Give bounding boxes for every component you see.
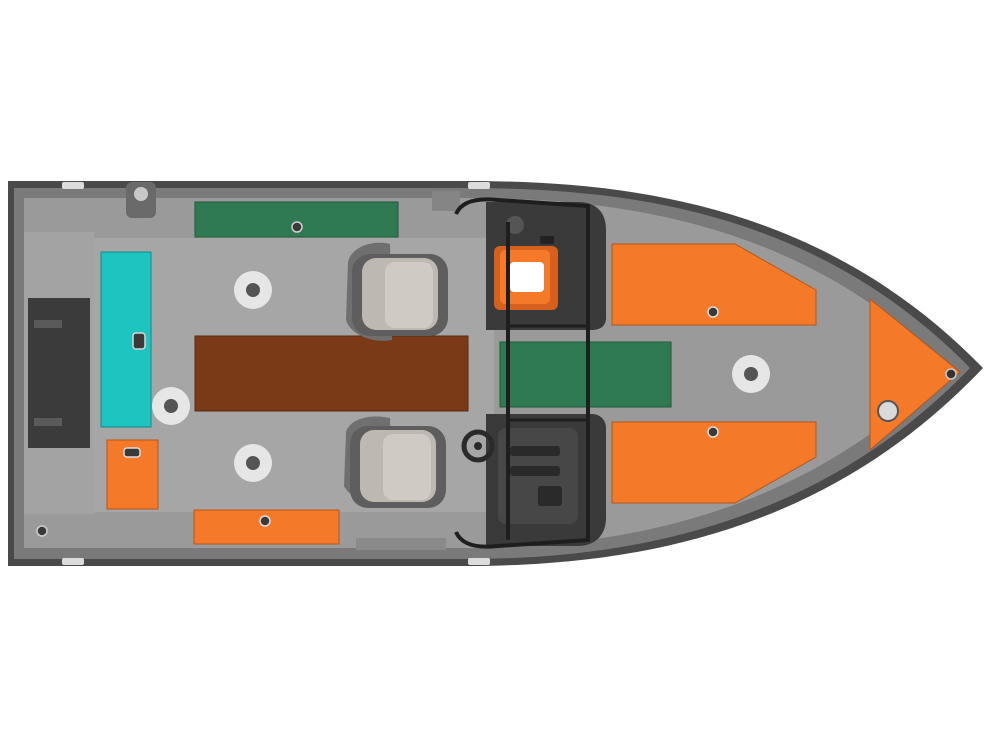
bow-storage-upper-latch	[707, 306, 719, 318]
stern-green-panel-latch	[291, 221, 303, 233]
stern-hatch-handle	[34, 320, 62, 328]
bow-storage-lower-latch	[707, 426, 719, 438]
bow-green-deck-panel	[499, 341, 672, 408]
side-storage-lower-latch	[259, 515, 271, 527]
driver-console	[486, 414, 606, 546]
stern-drain-plug	[36, 525, 48, 537]
bow-storage-lower	[611, 421, 817, 504]
livewell-latch	[132, 332, 146, 350]
cleat-stern-starboard	[62, 558, 84, 565]
cleat-stern-port	[62, 182, 84, 189]
stern-hatch-hinge	[34, 418, 62, 426]
passenger-console	[486, 202, 606, 330]
bow-storage-upper	[611, 243, 817, 326]
side-storage-lower	[193, 509, 340, 545]
console-cup-holder	[506, 216, 524, 234]
pedestal-sockets	[152, 271, 770, 482]
passenger-seat	[346, 242, 448, 341]
rear-storage-latch	[123, 447, 141, 458]
bow-hatch-button	[877, 400, 899, 422]
bow-eye	[945, 368, 957, 380]
center-brown-casting-deck	[194, 335, 469, 412]
cleat-mid-port	[468, 182, 490, 189]
driver-seat	[344, 416, 446, 508]
steering-wheel	[461, 429, 495, 463]
deck-strip-upper	[432, 191, 460, 211]
deck-strip-lower	[356, 538, 446, 550]
cleat-mid-starboard	[468, 558, 490, 565]
stern-pedestal-knob	[134, 187, 148, 201]
windshield-frame	[454, 197, 590, 549]
